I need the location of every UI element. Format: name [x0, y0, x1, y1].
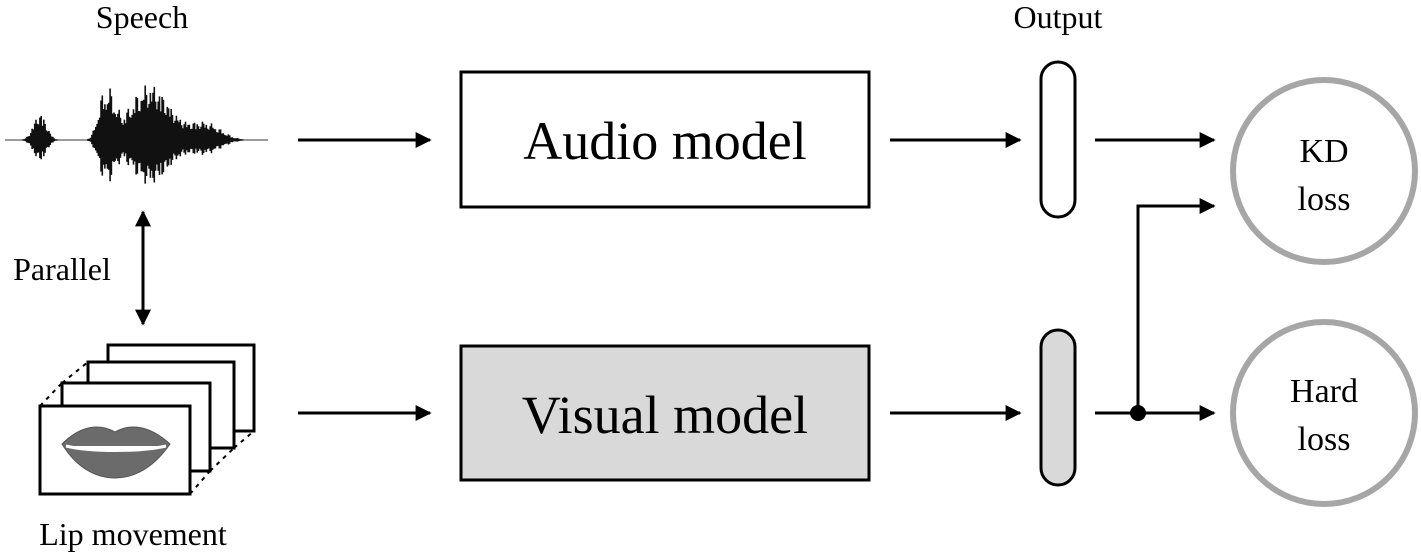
- branch-junction-dot: [1130, 405, 1146, 421]
- speech-waveform-icon: [5, 85, 268, 184]
- audio-model-label: Audio model: [523, 111, 806, 171]
- audio-output-capsule: [1039, 60, 1077, 219]
- kd-loss-line1: KD: [1299, 133, 1348, 170]
- hard-loss-line1: Hard: [1290, 373, 1358, 410]
- output-label: Output: [1014, 0, 1103, 35]
- visual-output-capsule: [1039, 328, 1077, 487]
- speech-label: Speech: [96, 0, 188, 35]
- lip-movement-label: Lip movement: [39, 516, 227, 552]
- kd-loss-node: KD loss: [1230, 77, 1418, 265]
- audio-model-box: Audio model: [459, 70, 871, 209]
- hard-loss-line2: loss: [1298, 421, 1351, 458]
- lip-frames-icon: [38, 343, 256, 496]
- visual-output-to-kd-arrow: [1136, 198, 1216, 413]
- visual-model-label: Visual model: [522, 385, 808, 445]
- kd-loss-line2: loss: [1298, 181, 1351, 218]
- visual-model-box: Visual model: [459, 344, 871, 482]
- hard-loss-node: Hard loss: [1230, 319, 1418, 507]
- parallel-label: Parallel: [13, 251, 111, 287]
